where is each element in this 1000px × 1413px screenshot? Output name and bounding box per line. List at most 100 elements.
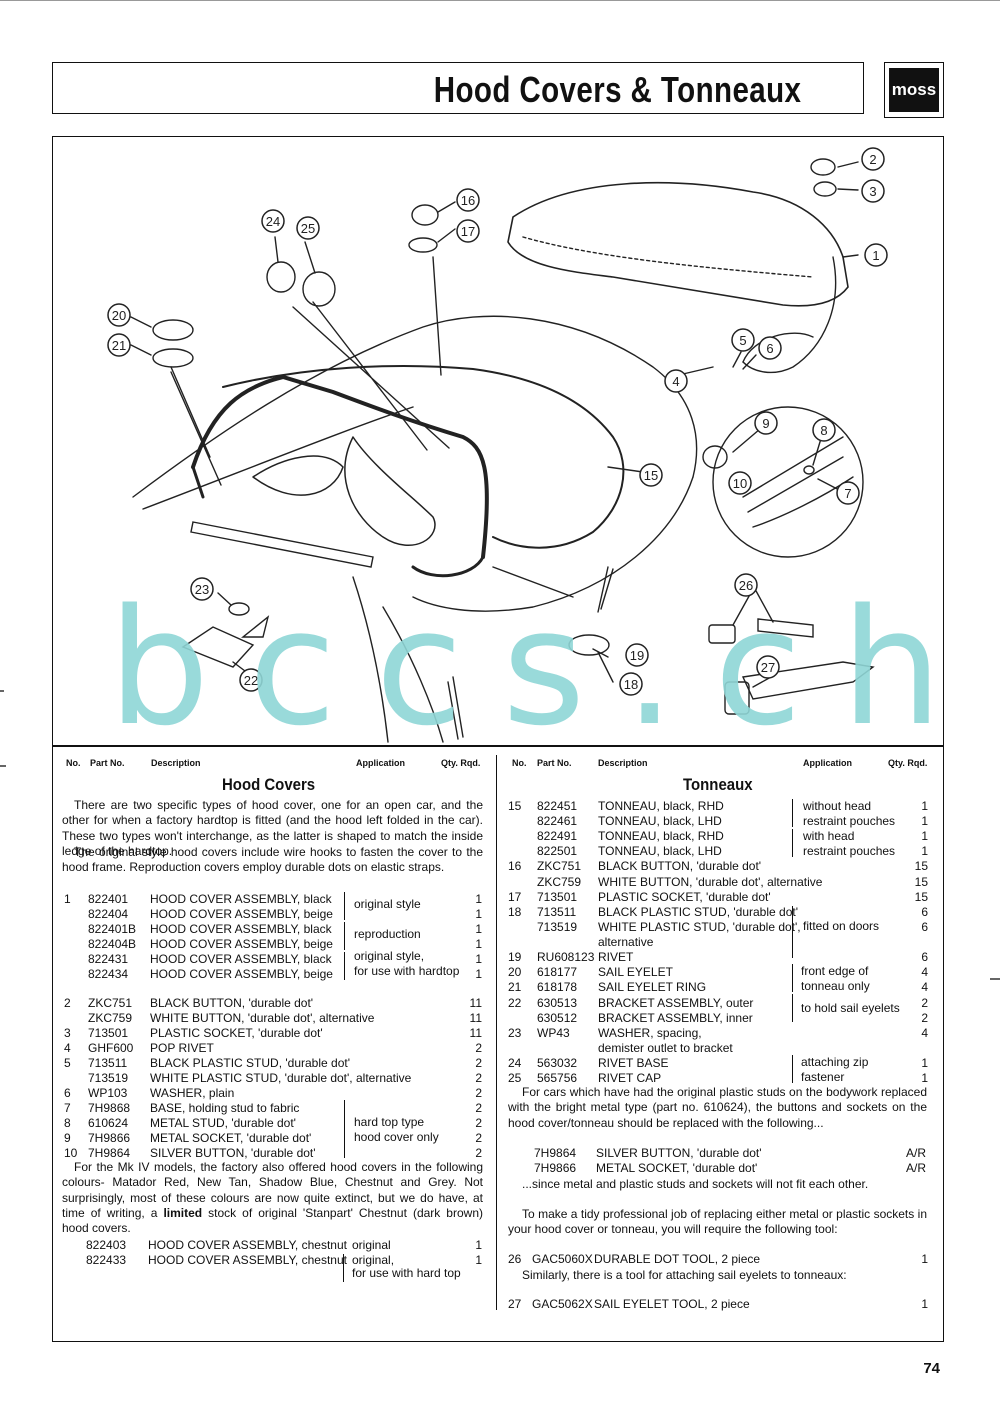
cell-no: 6 [64, 1086, 71, 1100]
cell-qty: 1 [921, 844, 928, 859]
cell-part: GAC5062X [532, 1297, 593, 1311]
cell-no: 4 [64, 1041, 71, 1055]
cell-part: 822451 [537, 799, 578, 813]
cell-qty: 15 [914, 889, 928, 904]
col-app-right: Application [803, 758, 852, 768]
callout-9: 9 [754, 411, 778, 435]
margin-mark [990, 978, 1000, 980]
svg-text:3: 3 [869, 184, 876, 199]
callout-24: 24 [261, 209, 285, 233]
cell-desc: WHITE BUTTON, 'durable dot', alternative [598, 874, 823, 889]
cell-desc: SAIL EYELET TOOL, 2 piece [594, 1297, 750, 1311]
cell-no: 20 [508, 965, 522, 980]
cell-desc: HOOD COVER ASSEMBLY, chestnut [148, 1238, 347, 1252]
app-front-edge: front edge of [801, 964, 869, 978]
cell-qty: 1 [475, 952, 482, 966]
watermark: b c c s . c h [108, 574, 942, 761]
svg-text:27: 27 [761, 660, 775, 675]
cell-no: 19 [508, 950, 522, 965]
cell-no: 5 [64, 1056, 71, 1070]
app-original-style: original style [354, 897, 421, 911]
cell-desc: TONNEAU, black, RHD [598, 829, 724, 844]
cell-qty: 6 [921, 919, 928, 934]
cell-qty: 11 [469, 1026, 482, 1040]
callout-20: 20 [107, 303, 131, 327]
callout-17: 17 [456, 219, 480, 243]
cell-part: 713519 [537, 919, 578, 934]
cell-desc: BLACK PLASTIC STUD, 'durable dot' [598, 904, 798, 919]
callout-1: 1 [864, 243, 888, 267]
cell-desc: RIVET CAP [598, 1071, 662, 1086]
cell-qty: A/R [905, 1146, 926, 1160]
callout-27: 27 [756, 655, 780, 679]
cell-part: 713501 [537, 889, 578, 904]
callout-26: 26 [734, 573, 758, 597]
app-bracket [792, 994, 793, 1022]
hood-intro-1: There are two specific types of hood cov… [62, 798, 483, 858]
cell-qty: 1 [475, 1238, 482, 1252]
svg-text:10: 10 [733, 476, 747, 491]
cell-desc: SAIL EYELET RING [598, 980, 707, 995]
col-no-right: No. [512, 758, 527, 768]
cell-no: 15 [508, 799, 522, 813]
cell-desc: WASHER, spacing, [598, 1025, 702, 1040]
col-no-left: No. [66, 758, 81, 768]
cell-qty: 1 [475, 967, 482, 981]
cell-no: 27 [508, 1297, 522, 1311]
app-bracket [792, 799, 793, 827]
cell-no: 1 [64, 892, 71, 906]
callout-10: 10 [728, 471, 752, 495]
cell-no: 3 [64, 1026, 71, 1040]
callout-6: 6 [758, 336, 782, 360]
callout-3: 3 [861, 179, 885, 203]
cell-desc: HOOD COVER ASSEMBLY, beige [150, 967, 333, 981]
cell-qty: 4 [921, 965, 928, 980]
cell-part: 610624 [88, 1116, 129, 1130]
cell-qty: 1 [921, 814, 928, 829]
callout-4: 4 [664, 369, 688, 393]
app-reproduction: reproduction [354, 927, 421, 941]
svg-text:21: 21 [112, 338, 126, 353]
svg-text:9: 9 [762, 416, 769, 431]
cell-no: 26 [508, 1252, 522, 1266]
cell-part: 618177 [537, 965, 578, 980]
cell-part: WP43 [537, 1025, 570, 1040]
page-title: Hood Covers & Tonneaux [433, 69, 801, 110]
cell-part: 7H9868 [88, 1101, 131, 1115]
cell-qty: 1 [921, 1297, 928, 1311]
cell-part: ZKC759 [88, 1011, 133, 1025]
cell-part: 822501 [537, 844, 578, 859]
margin-mark [0, 690, 4, 692]
cell-app: original [352, 1238, 391, 1252]
svg-text:18: 18 [624, 677, 638, 692]
callout-25: 25 [296, 216, 320, 240]
cell-qty: 1 [475, 937, 482, 951]
app-hard-top-type: hard top type [354, 1115, 425, 1129]
cell-desc: HOOD COVER ASSEMBLY, black [150, 952, 332, 966]
cell-qty: A/R [905, 1161, 926, 1175]
col-desc-left: Description [151, 758, 201, 768]
diagram-divider [52, 745, 944, 747]
cell-part: 563032 [537, 1056, 578, 1071]
callout-5: 5 [731, 328, 755, 352]
cell-part: WP103 [88, 1086, 128, 1100]
cell-qty: 2 [921, 995, 928, 1010]
svg-text:22: 22 [244, 673, 258, 688]
cell-qty: 1 [475, 892, 482, 906]
margin-mark [0, 765, 6, 767]
cell-qty: 1 [921, 1252, 928, 1266]
cell-desc: METAL SOCKET, 'durable dot' [150, 1131, 312, 1145]
cell-no: 21 [508, 980, 522, 995]
cell-no: 16 [508, 859, 522, 874]
cell-part: 713501 [88, 1026, 129, 1040]
cell-qty: 2 [475, 1086, 482, 1100]
mk-iv-note: For the Mk IV models, the factory also o… [62, 1160, 483, 1236]
col-part-right: Part No. [537, 758, 572, 768]
cell-qty: 2 [475, 1131, 482, 1145]
content-frame [52, 136, 944, 1342]
cell-part: 7H9866 [534, 1161, 577, 1175]
cell-no: 7 [64, 1101, 71, 1115]
app-hood-cover-only: hood cover only [354, 1130, 439, 1144]
app-fastener: fastener [801, 1070, 845, 1084]
top-rule [0, 0, 1000, 1]
